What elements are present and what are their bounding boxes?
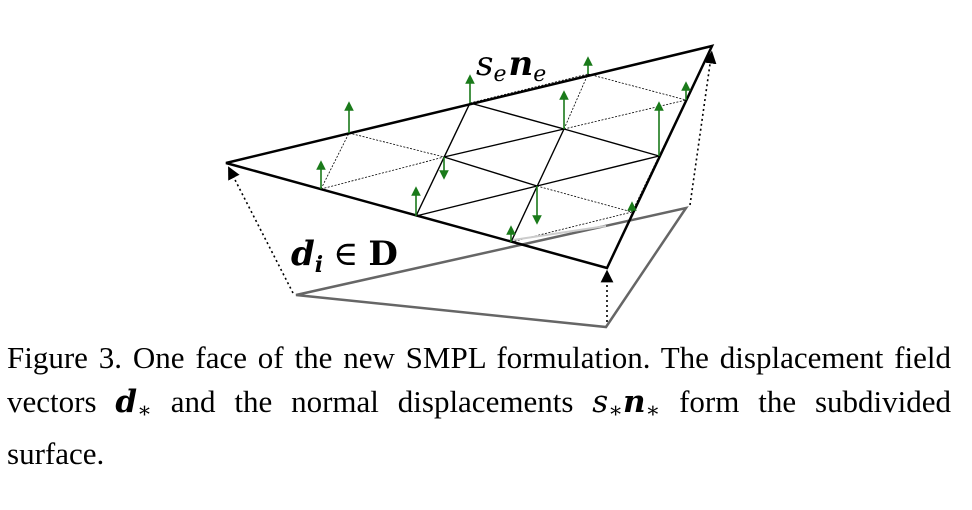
correspondence-arrows bbox=[228, 50, 717, 322]
caption-text-1: One face of the new SMPL formulation. Th… bbox=[7, 340, 951, 419]
caption-d-star: ∗ bbox=[137, 398, 152, 423]
caption-text-2: and the normal displacements bbox=[170, 384, 574, 419]
caption-n-star: ∗ bbox=[645, 398, 661, 423]
caption-s-symbol: s bbox=[592, 384, 609, 420]
figure-diagram: sene di∈D bbox=[225, 44, 717, 329]
caption-label: Figure 3. bbox=[7, 340, 123, 375]
normal-displacement-arrows bbox=[316, 56, 691, 242]
caption-text-3: form the subdivided surface. bbox=[7, 384, 952, 472]
caption-n-symbol: n bbox=[622, 384, 646, 420]
label-se-ne: sene bbox=[476, 44, 546, 87]
caption-s-star: ∗ bbox=[608, 398, 623, 423]
subdivision-fine-lines bbox=[320, 73, 687, 243]
base-occluded-segment bbox=[512, 225, 607, 241]
figure-caption: Figure 3. One face of the new SMPL formu… bbox=[7, 336, 951, 476]
label-di-in-D: di∈D bbox=[291, 234, 398, 278]
caption-d-symbol: d bbox=[115, 384, 138, 420]
subdivision-solid-lines bbox=[415, 102, 660, 243]
base-triangle bbox=[295, 206, 689, 329]
